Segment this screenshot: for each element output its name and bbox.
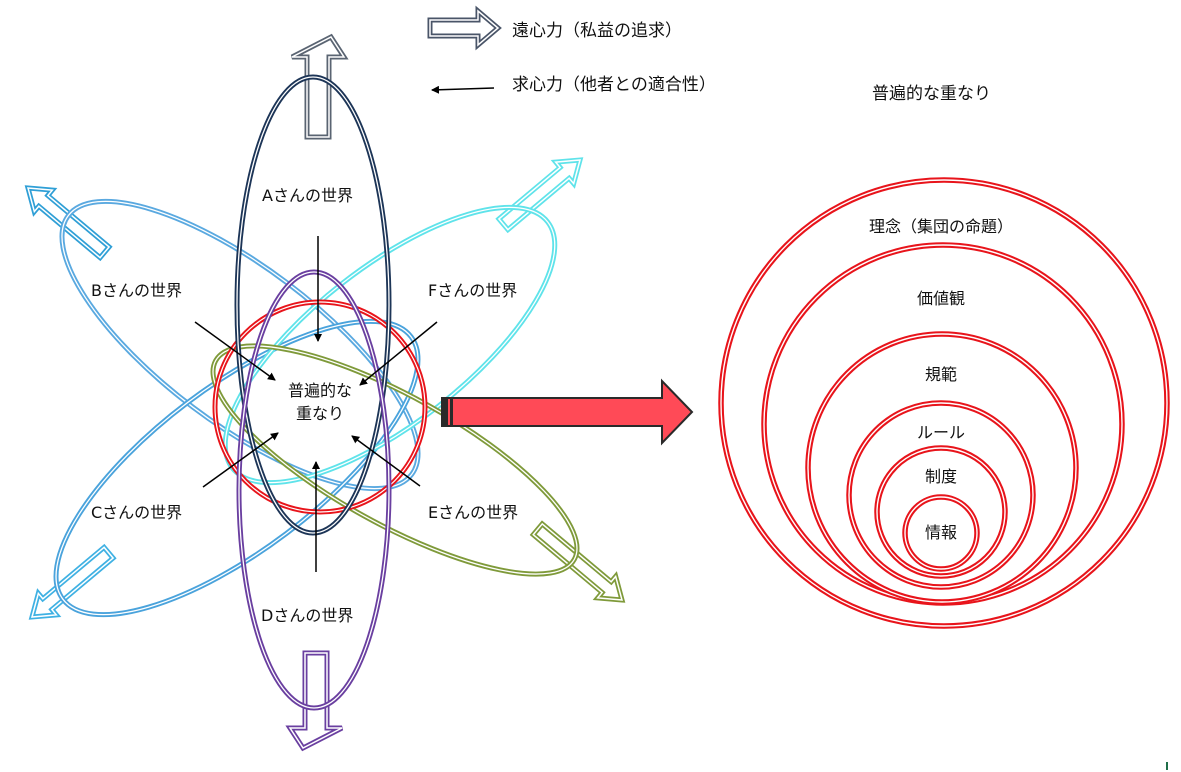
center-label-line1: 普遍的な [288, 381, 352, 400]
layer-label-6: 情報 [925, 523, 957, 542]
layer-circle-4 [846, 400, 1036, 590]
world-label-d: Dさんの世界 [261, 606, 353, 625]
center-label-line2: 重なり [296, 404, 344, 423]
outward-arrow-c-icon [28, 543, 117, 620]
inward-arrow-f-icon [359, 321, 438, 386]
inward-arrow-c-icon [202, 432, 279, 488]
layer-circles [718, 177, 1170, 629]
world-ellipse-c [53, 318, 421, 618]
layer-circle-6 [902, 494, 980, 572]
outward-arrow-b-icon [24, 185, 113, 262]
world-label-a: Aさんの世界 [262, 186, 353, 205]
world-ellipse-b [59, 198, 421, 492]
world-label-b: Bさんの世界 [91, 281, 182, 300]
outward-arrow-e-icon [529, 520, 626, 603]
outward-arrow-f-icon [495, 157, 584, 234]
layer-circle-5 [874, 445, 1008, 579]
layer-label-3: 規範 [925, 365, 957, 384]
world-ellipse-e [210, 343, 580, 577]
centripetal-legend-arrow-icon [431, 85, 495, 94]
layer-label-4: ルール [917, 423, 965, 442]
world-label-e: Eさんの世界 [428, 503, 518, 522]
legend: 遠心力（私益の追求） 求心力（他者との適合性） [427, 5, 716, 95]
world-ellipse-d [236, 269, 392, 711]
inward-arrow-e-icon [351, 435, 421, 487]
layer-circle-3 [805, 331, 1079, 605]
outward-arrow-a-icon [290, 33, 349, 140]
centrifugal-legend-label: 遠心力（私益の追求） [512, 21, 682, 41]
centrifugal-legend-arrow-icon [427, 5, 502, 51]
world-ellipse-a [234, 74, 392, 536]
right-title: 普遍的な重なり [872, 84, 991, 104]
centripetal-legend-label: 求心力（他者との適合性） [512, 75, 716, 95]
corner-mark [1166, 762, 1168, 770]
layer-label-2: 価値観 [917, 289, 965, 308]
layer-label-5: 制度 [925, 467, 957, 486]
core-circle [212, 299, 428, 515]
big-right-arrow-icon [441, 378, 694, 446]
layer-label-1: 理念（集団の命題） [869, 217, 1013, 236]
inward-arrow-b-icon [194, 321, 276, 381]
world-label-f: Fさんの世界 [428, 281, 517, 300]
world-label-c: Cさんの世界 [91, 503, 182, 522]
outward-arrow-d-icon [285, 650, 344, 752]
inward-arrows [194, 236, 438, 572]
layer-circle-1 [718, 177, 1170, 629]
